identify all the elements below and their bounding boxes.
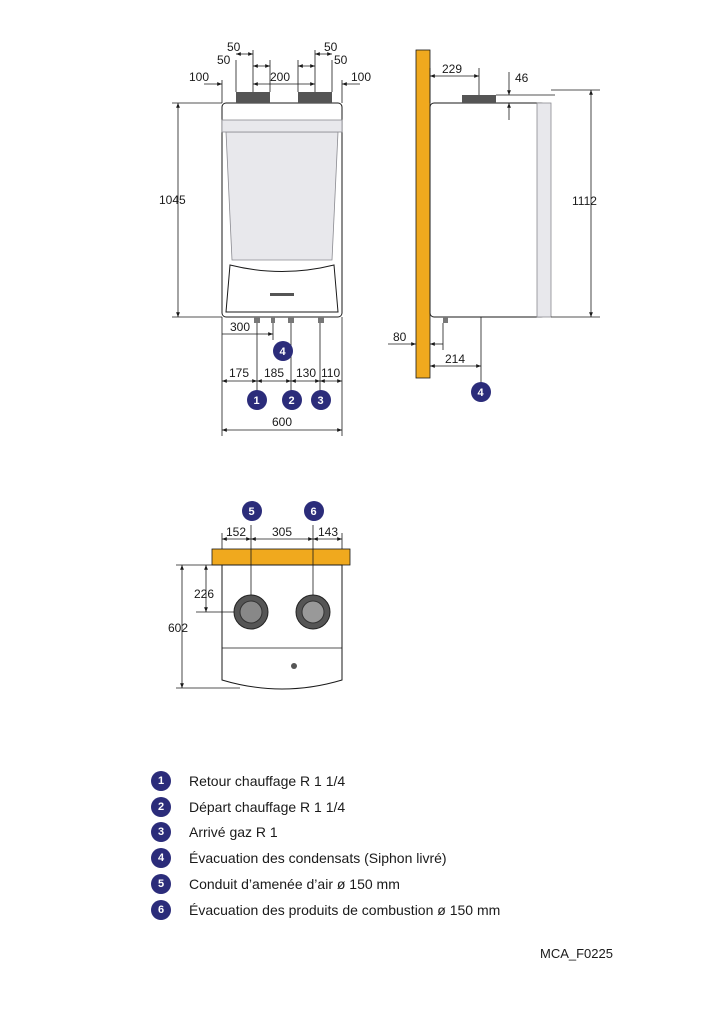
dim-side-bottom-80: 80 — [393, 330, 407, 344]
dim-top-152: 152 — [226, 525, 246, 539]
dim-top-143: 143 — [318, 525, 338, 539]
legend-item: 2 Départ chauffage R 1 1/4 — [151, 794, 691, 820]
dim-front-bottom-130: 130 — [296, 366, 316, 380]
dim-front-height: 1045 — [159, 193, 186, 207]
boiler-front-topband — [221, 119, 343, 133]
dim-front-bottom-300: 300 — [230, 320, 250, 334]
boiler-front-handle — [270, 293, 294, 296]
svg-text:2: 2 — [289, 395, 295, 407]
dim-side-bottom-214: 214 — [445, 352, 465, 366]
boiler-side-body — [429, 102, 546, 318]
flue-collar-side — [462, 95, 496, 103]
legend-marker: 1 — [151, 770, 171, 791]
legend-item: 1 Retour chauffage R 1 1/4 — [151, 768, 691, 794]
pipe-stub-side — [443, 317, 448, 323]
legend-item: 6 Évacuation des produits de combustion … — [151, 897, 691, 923]
pipe-stub-2 — [288, 317, 294, 323]
dim-front-bottom-110: 110 — [321, 366, 340, 380]
legend: 1 Retour chauffage R 1 1/4 2 Départ chau… — [151, 768, 691, 923]
marker-4-front: 4 — [273, 341, 293, 361]
legend-label: Retour chauffage R 1 1/4 — [189, 772, 346, 789]
dim-side-top-46: 46 — [515, 71, 529, 85]
dim-front-width-600: 600 — [272, 415, 292, 429]
pipe-stub-1 — [254, 317, 260, 323]
marker-3: 3 — [311, 390, 331, 410]
legend-label: Arrivé gaz R 1 — [189, 824, 278, 841]
top-view: 152 305 143 226 602 5 6 — [168, 501, 351, 690]
legend-item: 3 Arrivé gaz R 1 — [151, 820, 691, 846]
dim-front-top-50c: 50 — [324, 40, 338, 54]
dim-top-602: 602 — [168, 621, 188, 635]
dim-front-bottom-185: 185 — [264, 366, 284, 380]
svg-text:3: 3 — [318, 395, 324, 407]
boiler-top-body — [221, 564, 343, 690]
legend-label: Conduit d’amenée d’air ø 150 mm — [189, 876, 400, 893]
marker-6: 6 — [304, 501, 324, 521]
legend-marker: 3 — [151, 822, 171, 843]
dim-front-top-50d: 50 — [334, 53, 348, 67]
wall-top — [211, 548, 351, 566]
legend-marker: 6 — [151, 899, 171, 920]
svg-text:1: 1 — [254, 395, 260, 407]
dim-front-top-100-right: 100 — [351, 70, 371, 84]
dim-top-226: 226 — [194, 587, 214, 601]
dim-front-top-100-left: 100 — [189, 70, 209, 84]
pipe-stub-3 — [318, 317, 324, 323]
svg-text:4: 4 — [280, 346, 287, 358]
legend-label: Départ chauffage R 1 1/4 — [189, 798, 346, 815]
front-view: 50 50 50 50 100 200 100 1045 300 175 185… — [159, 40, 371, 436]
svg-text:4: 4 — [478, 387, 485, 399]
flue-collar-right — [298, 92, 332, 103]
dim-top-305: 305 — [272, 525, 292, 539]
boiler-front-panel — [225, 131, 339, 261]
svg-text:5: 5 — [249, 506, 255, 518]
dim-front-top-50b: 50 — [217, 53, 231, 67]
legend-label: Évacuation des condensats (Siphon livré) — [189, 850, 447, 867]
figure-reference: MCA_F0225 — [540, 946, 613, 961]
side-view: 229 46 1112 80 214 4 — [388, 49, 600, 402]
marker-2: 2 — [282, 390, 302, 410]
dim-front-top-50a: 50 — [227, 40, 241, 54]
dim-front-top-200: 200 — [270, 70, 290, 84]
legend-item: 4 Évacuation des condensats (Siphon livr… — [151, 845, 691, 871]
flue-collar-left — [236, 92, 270, 103]
dim-side-top-229: 229 — [442, 62, 462, 76]
boiler-side-edge — [536, 102, 552, 318]
marker-5: 5 — [242, 501, 262, 521]
legend-item: 5 Conduit d’amenée d’air ø 150 mm — [151, 871, 691, 897]
legend-marker: 2 — [151, 796, 171, 817]
legend-label: Évacuation des produits de combustion ø … — [189, 901, 501, 918]
top-view-indicator — [291, 663, 297, 669]
wall-side — [415, 49, 431, 379]
legend-marker: 4 — [151, 848, 171, 869]
marker-1: 1 — [247, 390, 267, 410]
marker-4-side: 4 — [471, 382, 491, 402]
svg-text:6: 6 — [311, 506, 317, 518]
pipe-stub-4 — [271, 317, 275, 323]
dim-front-bottom-175: 175 — [229, 366, 249, 380]
boiler-front-lower — [225, 264, 339, 313]
dim-side-height: 1112 — [572, 194, 597, 208]
legend-marker: 5 — [151, 874, 171, 895]
